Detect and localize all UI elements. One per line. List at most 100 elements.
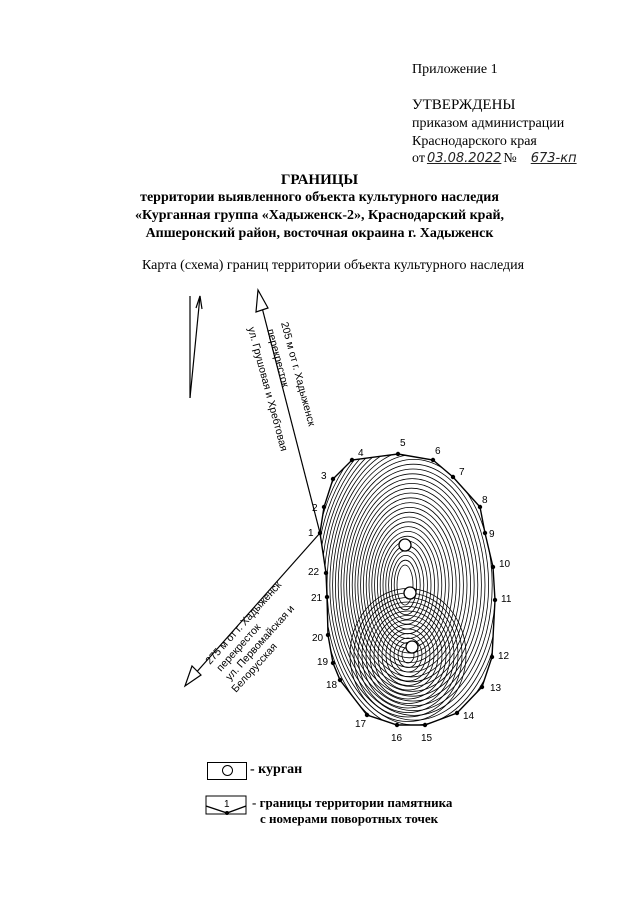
appendix-label: Приложение 1 [412, 62, 498, 77]
contour-line [343, 473, 482, 697]
turning-point-marker [489, 654, 495, 660]
mound-marker [398, 538, 412, 552]
turning-point-marker [422, 722, 428, 728]
contour-lines [320, 454, 495, 725]
approved-by-line2: Краснодарского края [412, 134, 537, 149]
turning-point-label: 11 [501, 594, 512, 605]
order-date: 03.08.2022 [426, 151, 502, 166]
contour-line [334, 458, 493, 711]
contour-line [357, 497, 464, 673]
order-number: 673-кп [530, 151, 577, 166]
turning-point-marker [317, 530, 323, 536]
contour-line [348, 482, 475, 687]
north-arrow-icon [189, 295, 203, 399]
turning-point-label: 20 [312, 633, 324, 644]
contour-line [385, 628, 431, 682]
turning-point-label: 15 [421, 733, 433, 744]
contour-line [365, 511, 453, 659]
approved-label: УТВЕРЖДЕНЫ [412, 97, 516, 113]
title-line-3: Апшеронский район, восточная окраина г. … [145, 226, 494, 241]
turning-point-label: 4 [358, 448, 364, 459]
document-title: ГРАНИЦЫ [280, 172, 359, 188]
turning-point-marker [364, 712, 370, 718]
contour-line [393, 559, 417, 611]
turning-point-label: 12 [498, 651, 510, 662]
turning-point-marker [330, 476, 336, 482]
contour-line [390, 555, 421, 616]
contour-line [377, 619, 439, 691]
mound-marker [405, 640, 419, 654]
contour-line [346, 478, 479, 692]
turning-point-label: 3 [321, 471, 327, 482]
legend-boundary-label-1: - границы территории памятника [252, 795, 453, 810]
contour-line [373, 615, 443, 695]
legend-mound-label: - курган [250, 762, 303, 777]
contour-line [340, 468, 486, 702]
contour-line [376, 531, 439, 640]
contour-line [351, 487, 471, 683]
turning-point-marker [324, 594, 330, 600]
turning-point-label: 21 [311, 593, 323, 604]
contour-line [329, 454, 495, 721]
turning-point-marker [479, 684, 485, 690]
turning-point-marker [492, 597, 498, 603]
reference-line-south [183, 532, 321, 688]
contour-line [385, 545, 428, 625]
turning-point-marker [395, 451, 401, 457]
contour-line [389, 633, 427, 677]
turning-point-label: 22 [308, 567, 320, 578]
turning-point-label: 13 [490, 683, 502, 694]
number-label: № [503, 151, 517, 166]
turning-point-marker [349, 457, 355, 463]
mound-circle-icon [221, 765, 233, 776]
title-line-2: «Курганная группа «Хадыженск-2», Краснод… [134, 208, 505, 223]
turning-point-label: 14 [463, 711, 475, 722]
turning-point-label: 5 [400, 438, 406, 449]
legend-boundary-symbol: 1 [205, 795, 247, 815]
turning-point-marker [430, 457, 436, 463]
turning-point-label: 6 [435, 446, 441, 457]
contour-line [349, 588, 467, 722]
turning-point-marker [490, 564, 496, 570]
contour-line [365, 606, 451, 704]
turning-point-marker [325, 632, 331, 638]
contour-line [381, 624, 435, 686]
mound-marker [403, 586, 417, 600]
turning-point-marker [477, 504, 483, 510]
turning-point-label: 10 [499, 559, 511, 570]
turning-point-marker [450, 474, 456, 480]
legend-boundary-label-2: с номерами поворотных точек [260, 811, 439, 826]
contour-line [396, 564, 414, 606]
turning-point-label: 18 [326, 680, 338, 691]
turning-point-marker [394, 722, 400, 728]
contour-line [354, 492, 468, 678]
turning-point-label: 2 [312, 503, 318, 514]
from-label: от [412, 151, 425, 166]
contour-line [361, 601, 455, 709]
turning-point-marker [454, 710, 460, 716]
title-line-1: территории выявленного объекта культурно… [140, 190, 499, 205]
legend-boundary-number: 1 [224, 799, 230, 810]
map-caption: Карта (схема) границ территории объекта … [142, 258, 525, 273]
turning-point-marker [337, 677, 343, 683]
turning-point-label: 7 [459, 467, 465, 478]
contour-line [337, 463, 490, 707]
turning-point-label: 9 [489, 529, 495, 540]
turning-point-label: 17 [355, 719, 367, 730]
turning-point-label: 1 [308, 528, 314, 539]
turning-point-label: 8 [482, 495, 488, 506]
contour-line [368, 516, 450, 654]
reference-line-north [255, 288, 321, 534]
turning-point-label: 19 [317, 657, 329, 668]
approved-by-line1: приказом администрации [412, 116, 565, 131]
legend-mound-symbol [207, 762, 247, 780]
contour-line [326, 454, 495, 725]
contour-line [369, 610, 447, 700]
turning-point-marker [482, 530, 488, 536]
turning-point-marker [323, 570, 329, 576]
contour-line [393, 637, 423, 673]
turning-point-marker [330, 660, 336, 666]
turning-point-label: 16 [391, 733, 403, 744]
